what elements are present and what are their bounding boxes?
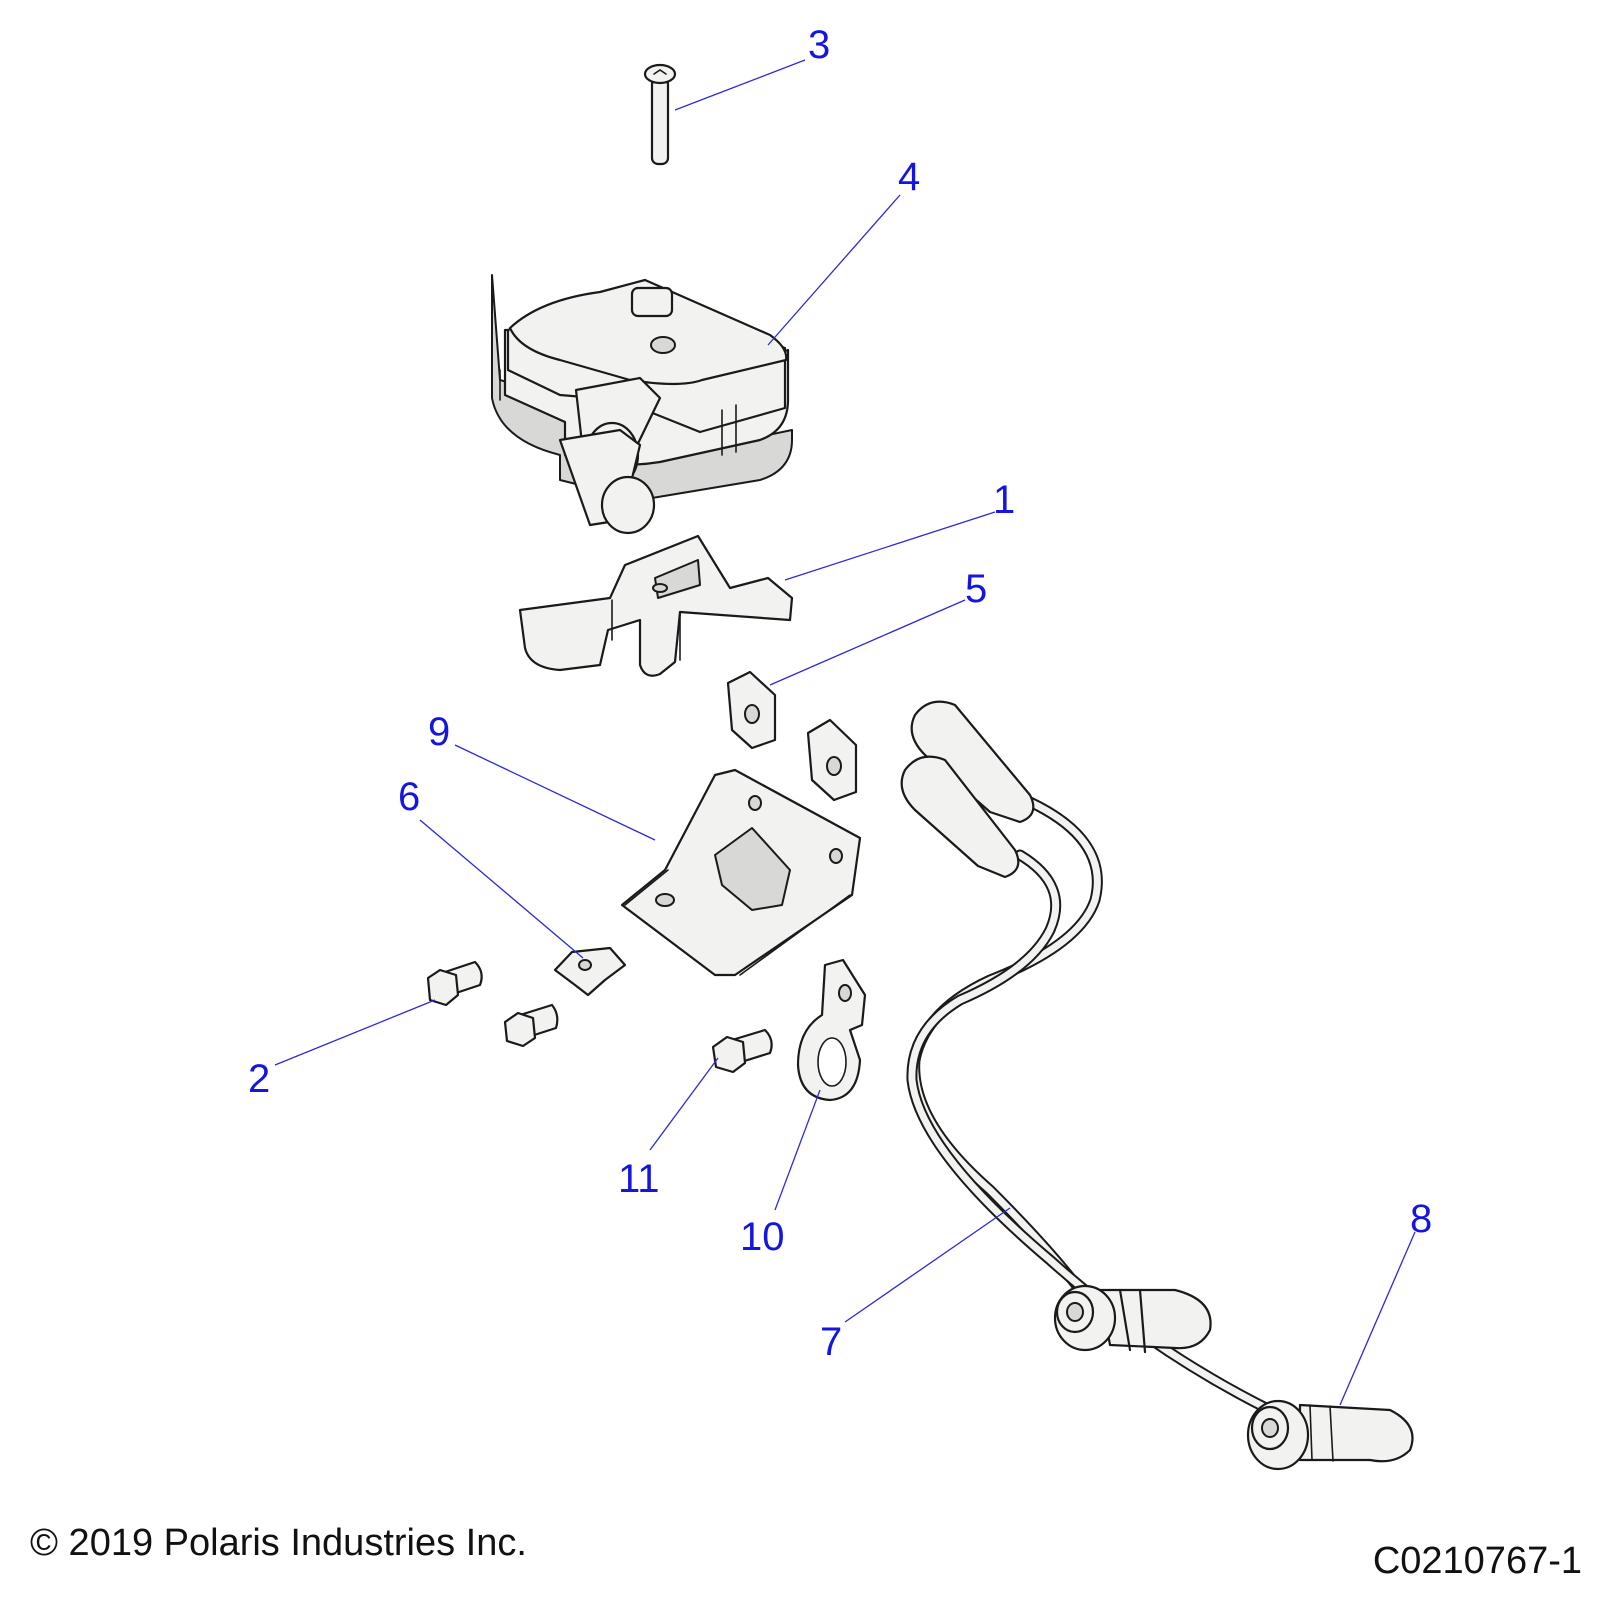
callout-5: 5 (965, 567, 987, 611)
callout-7: 7 (820, 1320, 842, 1364)
part-8-spark-plug-boots (1053, 1284, 1414, 1471)
callout-3: 3 (808, 23, 830, 67)
callout-1: 1 (993, 478, 1015, 522)
leader-3 (674, 59, 806, 111)
callout-8: 8 (1410, 1197, 1432, 1241)
part-9-mounting-plate (620, 768, 862, 977)
part-10-p-clamp (796, 958, 867, 1102)
part-2-bolt-b (503, 1003, 559, 1048)
leader-7 (844, 1207, 1011, 1323)
leader-8 (1339, 1231, 1416, 1406)
leader-11 (649, 1057, 719, 1151)
callout-10: 10 (740, 1215, 785, 1259)
part-3-screw (643, 63, 677, 166)
leader-lines (274, 59, 1416, 1406)
callout-2: 2 (248, 1057, 270, 1101)
part-1-bracket (518, 534, 794, 677)
callout-11: 11 (618, 1157, 660, 1201)
part-6-clip-nut (553, 946, 627, 997)
leader-5 (769, 599, 966, 686)
figure-id: C0210767-1 (1372, 1540, 1582, 1582)
leader-1 (784, 511, 996, 581)
callout-4: 4 (898, 155, 920, 199)
leader-9 (454, 744, 656, 841)
part-2-bolt-a (426, 960, 483, 1007)
callout-6: 6 (398, 775, 420, 819)
leader-2 (274, 999, 436, 1066)
callout-labels: 3 4 1 5 9 6 2 11 10 7 8 (248, 23, 1432, 1364)
part-4-ignition-coil (491, 274, 793, 535)
callout-9: 9 (428, 710, 450, 754)
leader-4 (767, 194, 901, 346)
part-5-clip-nut-a (726, 670, 777, 750)
copyright-notice: © 2019 Polaris Industries Inc. (30, 1522, 527, 1564)
leader-6 (419, 819, 584, 959)
part-5-clip-nut-b (806, 718, 858, 802)
part-11-bolt (711, 1028, 773, 1074)
leader-10 (774, 1089, 821, 1211)
